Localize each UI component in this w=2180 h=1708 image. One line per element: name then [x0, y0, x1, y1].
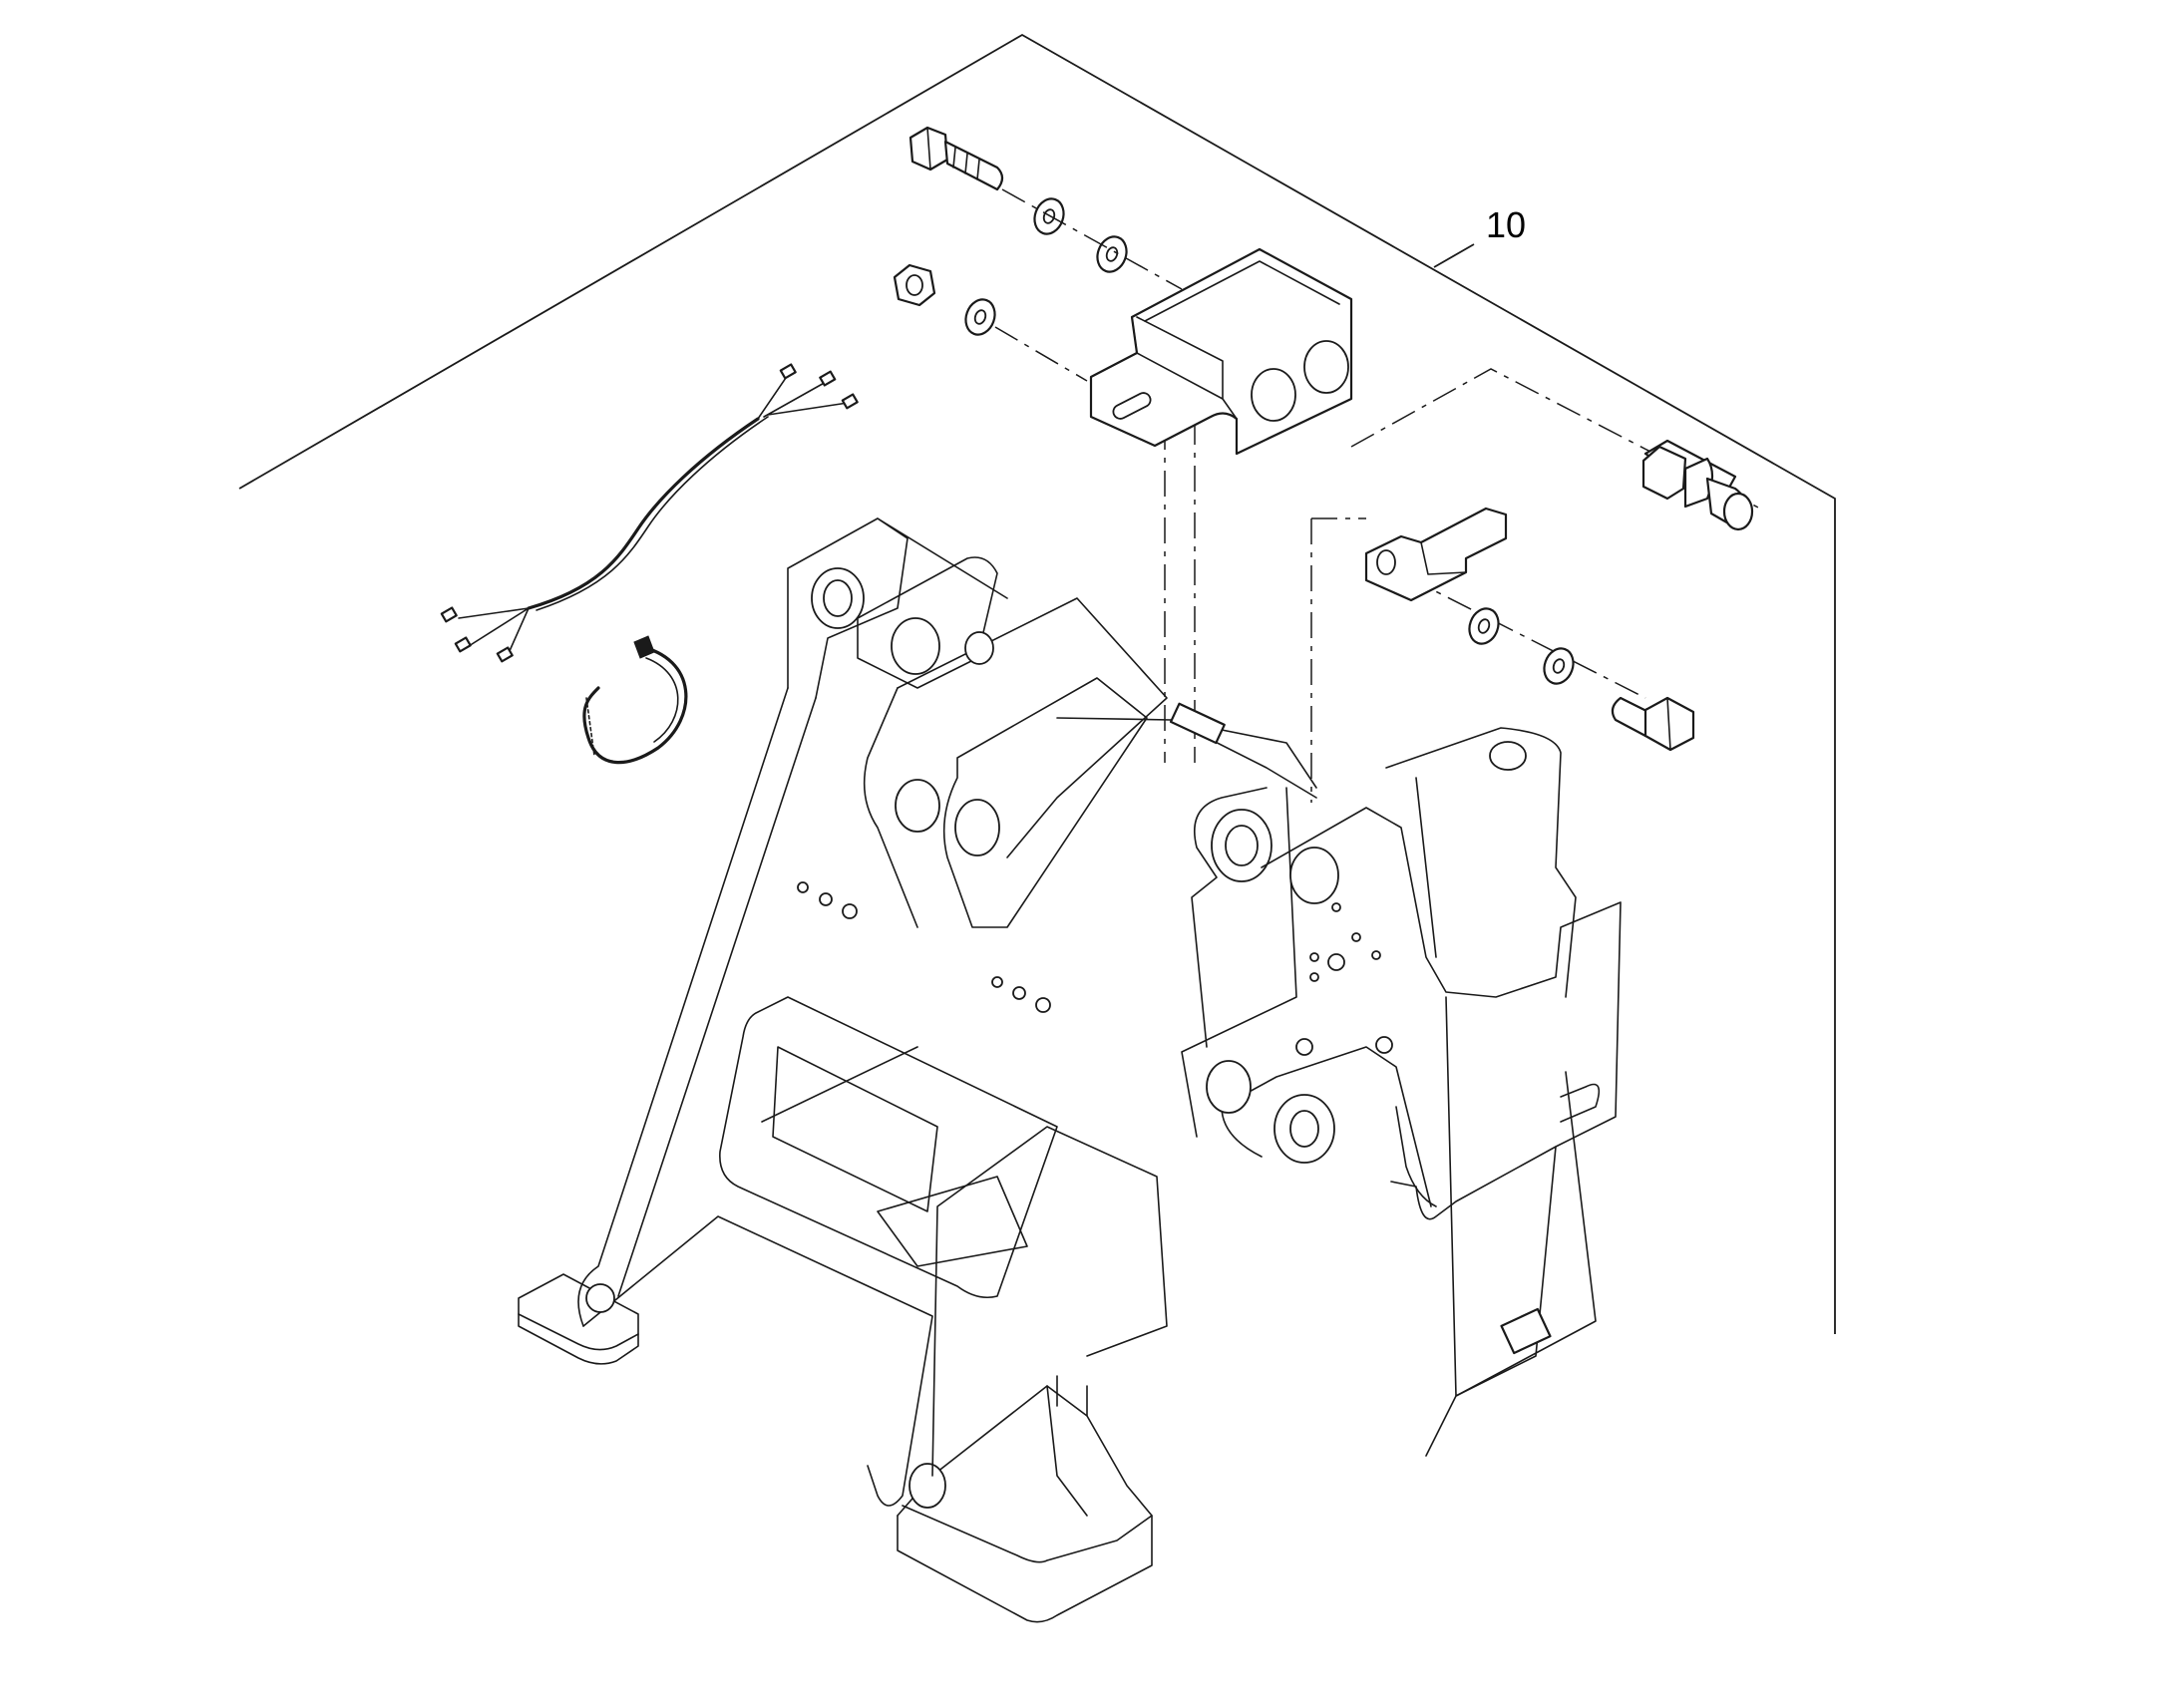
bolt-lower[interactable] [1611, 696, 1695, 752]
proximity-sensor[interactable] [1641, 439, 1754, 531]
washer-lower-2[interactable] [1540, 644, 1579, 687]
bolt-top[interactable] [908, 126, 1004, 191]
assembly-axis-lines [994, 188, 1761, 803]
wiring-harness[interactable] [440, 363, 859, 663]
assembly-frame-outline [238, 33, 1836, 1334]
hex-nut[interactable] [893, 263, 936, 307]
callout-10-label: 10 [1486, 204, 1526, 245]
switch-bracket[interactable] [1089, 247, 1353, 456]
washer-lower-1[interactable] [1465, 604, 1504, 647]
washer-top-1[interactable] [1030, 194, 1069, 237]
callout-10[interactable]: 10 [1433, 204, 1526, 268]
target-plate[interactable] [1364, 507, 1508, 602]
cable-tie[interactable] [582, 635, 688, 765]
loader-frame [518, 517, 1622, 1623]
washer-top-2[interactable] [1093, 232, 1132, 275]
washer-mid[interactable] [961, 295, 1000, 338]
callout-10-leader [1433, 243, 1475, 268]
